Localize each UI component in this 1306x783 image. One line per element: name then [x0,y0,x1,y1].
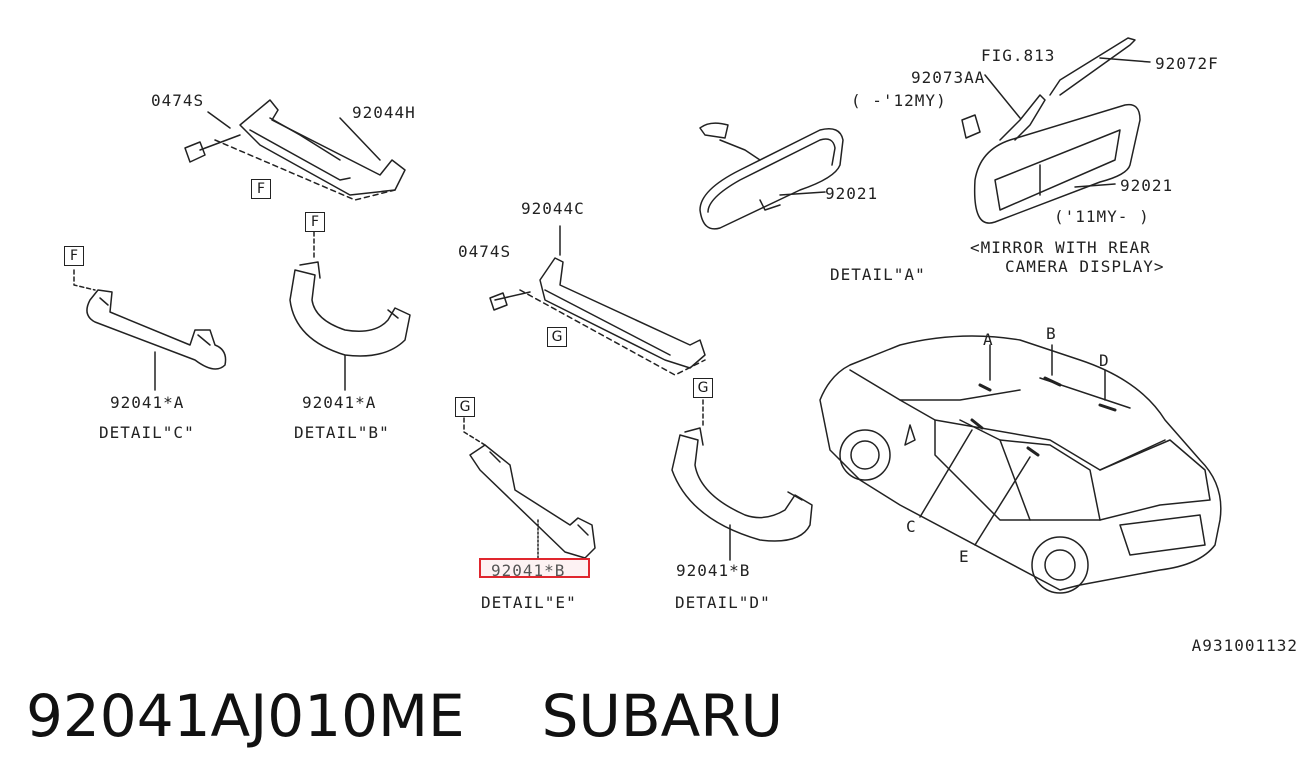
callout-0474s-mid: 0474S [458,242,512,261]
highlighted-part-box [479,558,590,578]
diagram-code: A931001132 [1191,636,1298,655]
rearview-mirror [699,122,844,230]
grab-handle-detail-c [73,269,227,391]
callout-range-11my: ('11MY- ) [1054,207,1150,226]
footer-part-number: 92041AJ010ME [26,682,465,750]
part-label-detail-d: 92041*B [676,561,751,580]
grab-handle-detail-e [463,417,596,559]
bracket-92044h [184,99,406,201]
part-label-detail-c: 92041*A [110,393,185,412]
ref-box-f-top: F [251,179,271,199]
detail-e-label: DETAIL"E" [481,593,577,612]
part-label-detail-b: 92041*A [302,393,377,412]
ref-box-f-mid: F [305,212,325,232]
callout-92021-a: 92021 [825,184,879,203]
vehicle-marker-b: B [1046,324,1057,343]
callout-92072f: 92072F [1155,54,1219,73]
part-label-detail-e[interactable]: 92041*B [491,561,566,580]
footer-brand: SUBARU [541,682,784,750]
callout-92044h: 92044H [352,103,416,122]
detail-b-label: DETAIL"B" [294,423,390,442]
callout-fig813: FIG.813 [981,46,1056,65]
parts-diagram [73,37,1222,594]
callout-0474s-top: 0474S [151,91,205,110]
vehicle-marker-d: D [1099,351,1110,370]
detail-d-label: DETAIL"D" [675,593,771,612]
mirror-caption-line1: <MIRROR WITH REAR [970,238,1151,257]
callout-92073aa: 92073AA [911,68,986,87]
grab-handle-detail-b [289,231,411,391]
vehicle-marker-e: E [959,547,970,566]
ref-box-g-left: G [455,397,475,417]
bracket-92044c [489,225,706,376]
ref-box-g-mid: G [547,327,567,347]
callout-92021-b: 92021 [1120,176,1174,195]
vehicle-marker-c: C [906,517,917,536]
callout-range-12my: ( -'12MY) [851,91,947,110]
vehicle-illustration [819,335,1222,594]
ref-box-f-left: F [64,246,84,266]
ref-box-g-right: G [693,378,713,398]
footer-title: 92041AJ010ME SUBARU [26,682,783,750]
detail-a-label: DETAIL"A" [830,265,926,284]
grab-handle-detail-d [671,399,813,561]
callout-92044c: 92044C [521,199,585,218]
mirror-caption-line2: CAMERA DISPLAY> [1005,257,1165,276]
camera-display-mirror [961,37,1151,224]
vehicle-marker-a: A [983,330,994,349]
detail-c-label: DETAIL"C" [99,423,195,442]
